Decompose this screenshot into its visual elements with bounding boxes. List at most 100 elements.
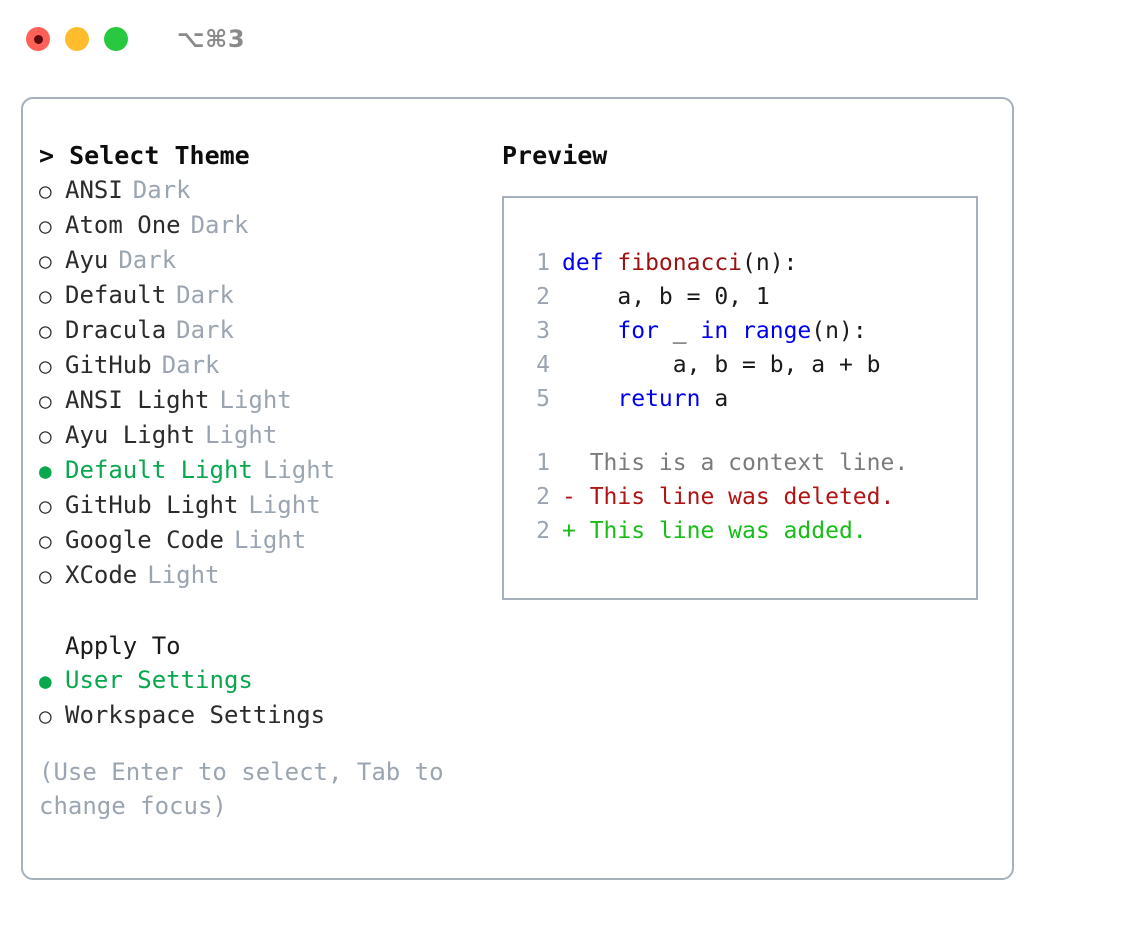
diff-line-add: 2+ This line was added. bbox=[504, 514, 976, 548]
code-token-plain bbox=[728, 318, 742, 344]
radio-unselected-icon: ○ bbox=[39, 494, 52, 518]
radio-unselected-icon: ○ bbox=[39, 249, 52, 273]
apply-to-heading: Apply To bbox=[65, 632, 181, 660]
diff-sample: 1 This is a context line. 2 - This line wa… bbox=[504, 446, 976, 548]
code-line-text: def fibonacci(n): bbox=[562, 246, 797, 280]
line-number: 2 bbox=[536, 484, 550, 510]
theme-option-tag: Dark bbox=[118, 246, 177, 274]
code-token-kw: in bbox=[700, 318, 729, 344]
radio-unselected-icon: ○ bbox=[39, 214, 52, 238]
line-number: 5 bbox=[536, 386, 550, 412]
preview-heading: Preview bbox=[502, 141, 608, 170]
radio-unselected-icon: ○ bbox=[39, 564, 52, 588]
close-button[interactable] bbox=[26, 27, 50, 51]
theme-option-label: ANSI bbox=[65, 176, 123, 204]
radio-unselected-icon: ○ bbox=[39, 354, 52, 378]
theme-option-label: GitHub Light bbox=[65, 491, 239, 519]
diff-line-ctx: 1 This is a context line. bbox=[504, 446, 976, 480]
apply-to-option-label: User Settings bbox=[65, 666, 253, 694]
apply-to-option-workspace-settings[interactable]: ○ Workspace Settings bbox=[39, 698, 479, 733]
theme-option-tag: Light bbox=[147, 561, 220, 589]
theme-option-label: Ayu bbox=[65, 246, 109, 274]
theme-option-label: Dracula bbox=[65, 316, 167, 344]
theme-option-label: Default bbox=[65, 281, 167, 309]
theme-option-tag: Dark bbox=[176, 281, 234, 309]
code-token-kw: def bbox=[562, 250, 618, 276]
keyboard-shortcut-label: ⌥⌘3 bbox=[177, 25, 246, 53]
line-number: 4 bbox=[536, 352, 550, 378]
traffic-lights bbox=[26, 27, 128, 51]
theme-option-tag: Light bbox=[205, 421, 278, 449]
line-number: 3 bbox=[536, 318, 550, 344]
theme-option-tag: Dark bbox=[161, 351, 220, 379]
hint-spacer bbox=[39, 733, 479, 755]
theme-option-github[interactable]: ○ GitHub Dark bbox=[39, 348, 479, 383]
line-number: 1 bbox=[536, 450, 550, 476]
theme-option-label: Atom One bbox=[65, 211, 181, 239]
theme-option-ayu[interactable]: ○ Ayu Dark bbox=[39, 243, 479, 278]
diff-line-del: 2 - This line was deleted. bbox=[504, 480, 976, 514]
radio-unselected-icon: ○ bbox=[39, 389, 52, 413]
radio-selected-icon: ● bbox=[39, 459, 52, 483]
code-token-kw: range bbox=[742, 318, 812, 344]
code-line: 5 return a bbox=[504, 382, 976, 416]
code-token-plain: (n): bbox=[742, 250, 798, 276]
theme-option-tag: Light bbox=[233, 526, 307, 554]
code-line: 2 a, b = 0, 1 bbox=[504, 280, 976, 314]
theme-option-tag: Light bbox=[262, 456, 336, 484]
theme-option-label: ANSI Light bbox=[65, 386, 210, 414]
code-line: 3 for _ in range(n): bbox=[504, 314, 976, 348]
theme-option-ansi-light[interactable]: ○ ANSI Light Light bbox=[39, 383, 479, 418]
code-diff-spacer bbox=[504, 416, 976, 446]
theme-option-tag: Light bbox=[219, 386, 292, 414]
keyboard-hint-text: (Use Enter to select, Tab to change focu… bbox=[39, 758, 459, 820]
theme-option-label: XCode bbox=[65, 561, 138, 589]
theme-option-xcode[interactable]: ○ XCode Light bbox=[39, 558, 479, 593]
diff-line-text: This is a context line. bbox=[562, 450, 909, 476]
theme-option-label: Ayu Light bbox=[65, 421, 196, 449]
code-token-kw: for bbox=[617, 318, 659, 344]
line-number: 2 bbox=[536, 518, 550, 544]
code-token-plain: a, b = 0, 1 bbox=[562, 284, 770, 310]
theme-option-tag: Dark bbox=[176, 316, 234, 344]
apply-to-option-list[interactable]: ●User Settings ○ Workspace Settings bbox=[39, 663, 479, 733]
radio-unselected-icon: ○ bbox=[39, 704, 52, 728]
theme-option-tag: Dark bbox=[132, 176, 191, 204]
theme-option-tag: Light bbox=[248, 491, 321, 519]
list-spacer bbox=[39, 593, 479, 629]
code-line: 4 a, b = b, a + b bbox=[504, 348, 976, 382]
theme-option-github-light[interactable]: ○ GitHub Light Light bbox=[39, 488, 479, 523]
code-token-plain: a, b = b, a + b bbox=[562, 352, 881, 378]
apply-to-option-label: Workspace Settings bbox=[65, 701, 326, 729]
code-line-text: return a bbox=[562, 382, 728, 416]
code-token-plain: (n): bbox=[811, 318, 867, 344]
maximize-button[interactable] bbox=[104, 27, 128, 51]
theme-option-atom-one[interactable]: ○ Atom One Dark bbox=[39, 208, 479, 243]
code-line-text: a, b = 0, 1 bbox=[562, 280, 770, 314]
theme-option-label: GitHub bbox=[65, 351, 152, 379]
code-token-plain bbox=[562, 318, 617, 344]
radio-unselected-icon: ○ bbox=[39, 529, 52, 553]
code-token-plain bbox=[562, 386, 617, 412]
diff-line-text: - This line was deleted. bbox=[562, 484, 895, 510]
code-token-plain: a bbox=[700, 386, 729, 412]
apply-to-option-user-settings[interactable]: ●User Settings bbox=[39, 663, 479, 698]
code-line-text: a, b = b, a + b bbox=[562, 348, 881, 382]
code-line-text: for _ in range(n): bbox=[562, 314, 867, 348]
minimize-button[interactable] bbox=[65, 27, 89, 51]
theme-option-tag: Dark bbox=[190, 211, 249, 239]
